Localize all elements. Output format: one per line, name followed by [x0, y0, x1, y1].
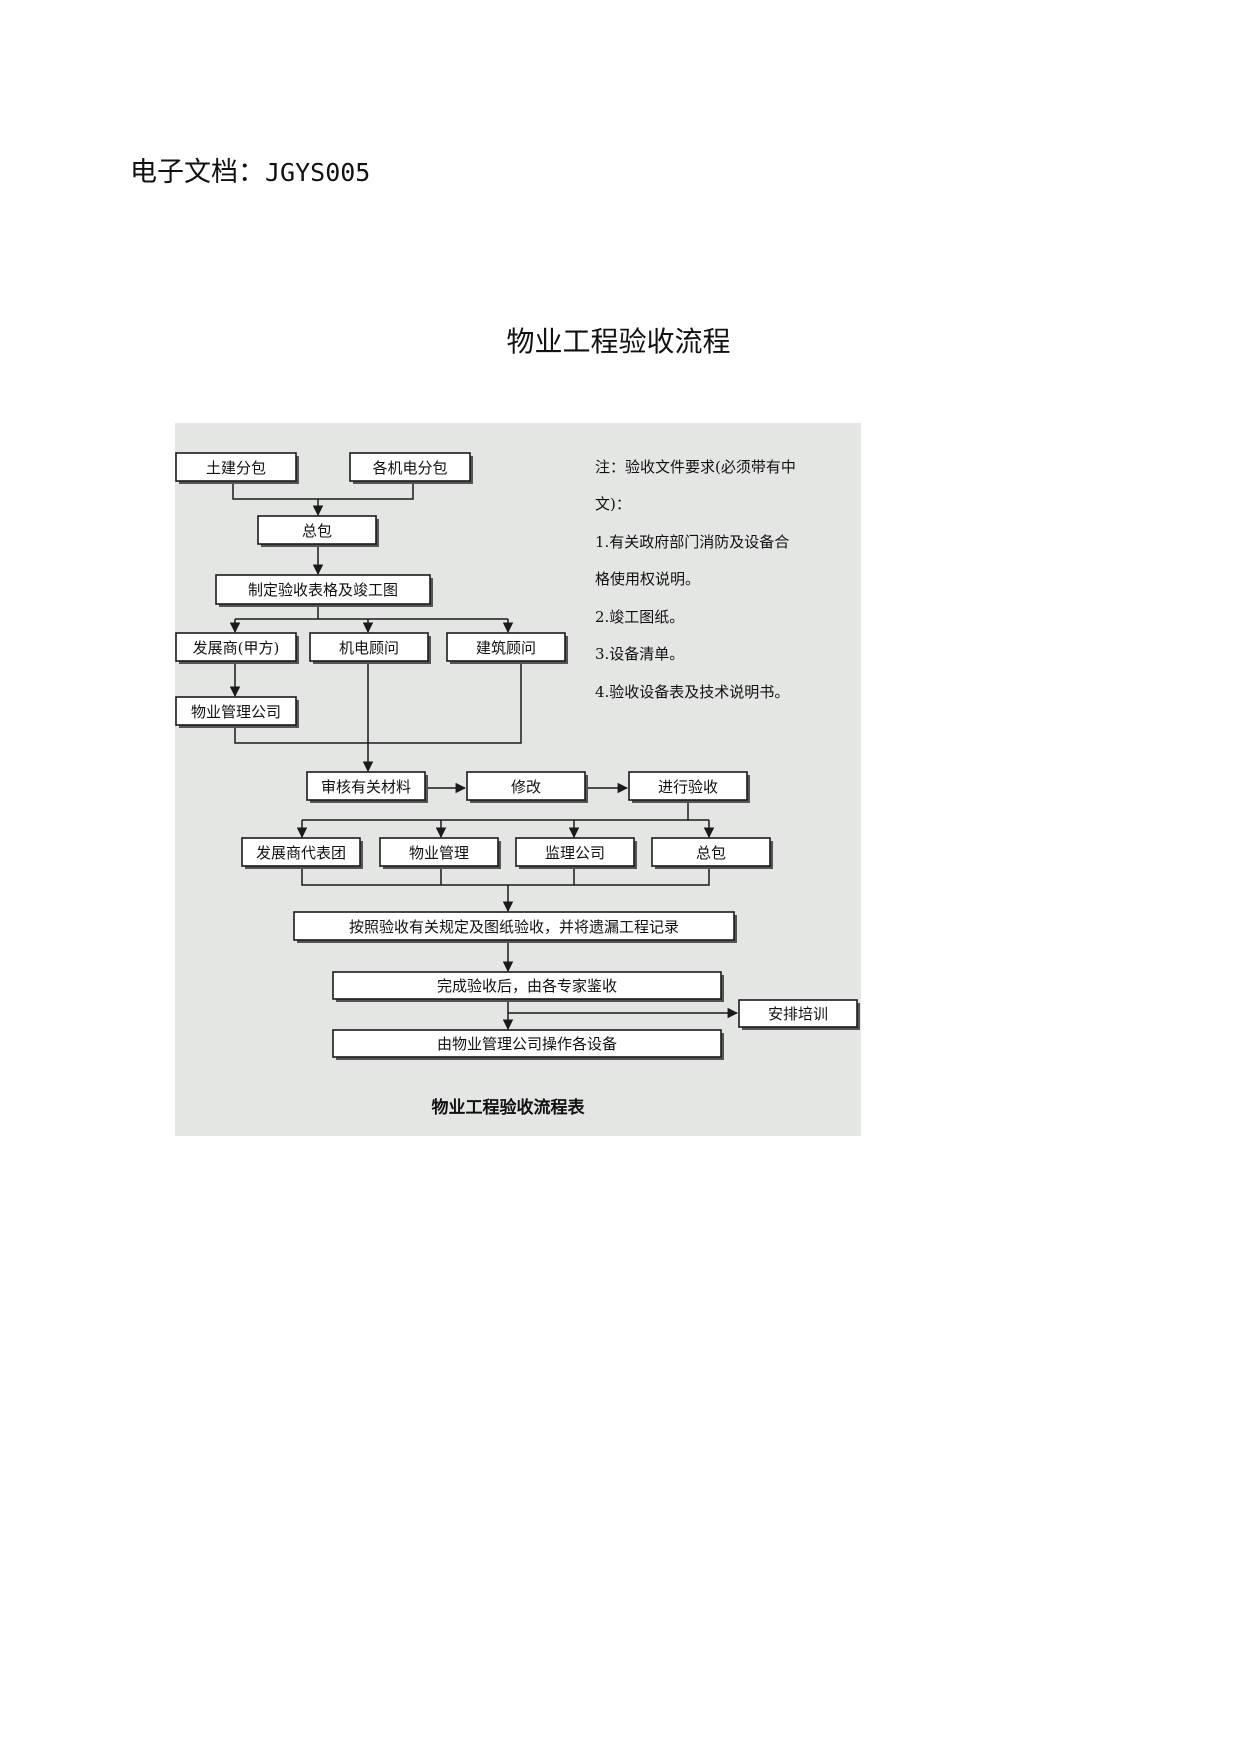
- box-zhiding-label: 制定验收表格及竣工图: [248, 581, 398, 599]
- box-fazhan-daibiao-label: 发展商代表团: [256, 844, 346, 862]
- box-jianli: 监理公司: [515, 837, 637, 869]
- box-jianzhu-guwen-label: 建筑顾问: [476, 639, 536, 657]
- box-zongbao-top-label: 总包: [302, 522, 332, 540]
- box-caozuo-label: 由物业管理公司操作各设备: [437, 1035, 617, 1053]
- note-line: 文)：: [595, 495, 631, 513]
- box-anpai: 安排培训: [738, 999, 860, 1030]
- note-line: 格使用权说明。: [595, 570, 700, 588]
- box-jidian-guwen: 机电顾问: [309, 632, 431, 664]
- box-xiugai-label: 修改: [511, 778, 541, 796]
- box-zhiding: 制定验收表格及竣工图: [215, 574, 433, 607]
- note-line: 2.竣工图纸。: [595, 608, 684, 626]
- box-wuye-gongsi: 物业管理公司: [175, 696, 299, 728]
- box-anpai-label: 安排培训: [768, 1005, 828, 1023]
- connectors: [229, 482, 739, 1031]
- box-jidian-fenbao: 各机电分包: [349, 452, 473, 484]
- box-anzhao: 按照验收有关规定及图纸验收，并将遗漏工程记录: [293, 911, 737, 943]
- box-tujian-fenbao: 土建分包: [175, 452, 299, 484]
- box-wancheng-label: 完成验收后，由各专家鉴收: [437, 977, 617, 995]
- figure-caption: 物业工程验收流程表: [432, 1097, 586, 1118]
- note-line: 4.验收设备表及技术说明书。: [595, 683, 789, 701]
- box-shenhe-label: 审核有关材料: [321, 778, 411, 796]
- flowchart-svg: 土建分包 各机电分包 总包 制定验收表格及竣工图 发展商(甲方) 机电顾问 建筑…: [175, 452, 860, 1118]
- box-shenhe: 审核有关材料: [306, 771, 428, 803]
- box-zongbao-bottom-label: 总包: [696, 844, 726, 862]
- document-id: 电子文档：JGYS005: [130, 150, 370, 189]
- box-jidian-guwen-label: 机电顾问: [339, 639, 399, 657]
- box-wancheng: 完成验收后，由各专家鉴收: [332, 971, 724, 1002]
- note-line: 1.有关政府部门消防及设备合: [595, 533, 789, 551]
- page-title-text: 物业工程验收流程: [506, 325, 731, 358]
- box-jinxing: 进行验收: [628, 771, 750, 803]
- box-fazhanshang-label: 发展商(甲方): [193, 639, 280, 657]
- box-jinxing-label: 进行验收: [658, 778, 718, 796]
- box-zongbao-bottom: 总包: [651, 837, 773, 869]
- box-wuye-gongsi-label: 物业管理公司: [191, 703, 281, 721]
- document-id-code: JGYS005: [265, 158, 371, 187]
- box-tujian-label: 土建分包: [206, 459, 266, 477]
- box-fazhan-daibiao: 发展商代表团: [241, 837, 363, 869]
- note-line: 注：验收文件要求(必须带有中: [595, 458, 796, 476]
- page-title: 物业工程验收流程: [0, 320, 1241, 360]
- box-xiugai: 修改: [466, 771, 588, 803]
- document-id-label: 电子文档：: [130, 157, 265, 188]
- box-wuye-guanli: 物业管理: [379, 837, 501, 869]
- box-jianzhu-guwen: 建筑顾问: [446, 632, 568, 664]
- box-jianli-label: 监理公司: [545, 844, 605, 862]
- box-wuye-guanli-label: 物业管理: [409, 844, 469, 862]
- box-caozuo: 由物业管理公司操作各设备: [332, 1029, 724, 1060]
- flowchart-figure: 土建分包 各机电分包 总包 制定验收表格及竣工图 发展商(甲方) 机电顾问 建筑…: [175, 423, 861, 1136]
- requirements-note: 注：验收文件要求(必须带有中 文)： 1.有关政府部门消防及设备合 格使用权说明…: [595, 458, 796, 701]
- box-zongbao-top: 总包: [257, 515, 379, 547]
- box-jidian-fenbao-label: 各机电分包: [372, 459, 447, 477]
- box-fazhanshang: 发展商(甲方): [175, 632, 299, 664]
- box-anzhao-label: 按照验收有关规定及图纸验收，并将遗漏工程记录: [349, 918, 679, 936]
- note-line: 3.设备清单。: [595, 645, 684, 663]
